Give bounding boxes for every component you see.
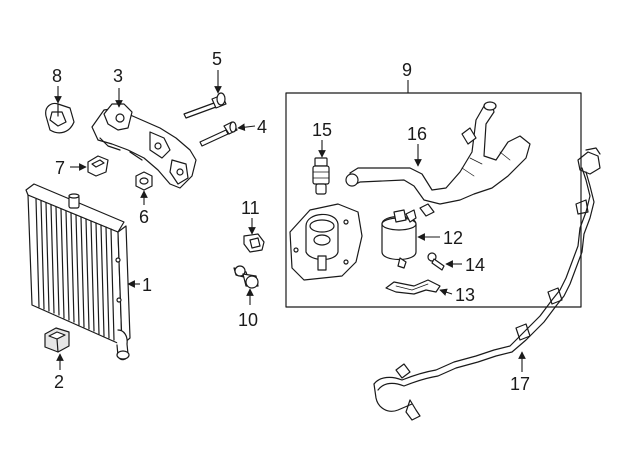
callout-7: 7 — [55, 158, 65, 178]
callout-4: 4 — [257, 117, 267, 137]
callout-17: 17 — [510, 374, 530, 394]
part-17-harness — [373, 147, 601, 421]
callout-9: 9 — [402, 60, 412, 80]
part-8-insulator — [45, 102, 75, 134]
callout-3: 3 — [113, 66, 123, 86]
part-7-clip — [87, 155, 109, 177]
callout-2: 2 — [54, 372, 64, 392]
part-1-radiator — [25, 183, 131, 361]
part-14-bolt — [427, 252, 445, 271]
callout-5: 5 — [212, 49, 222, 69]
callout-12: 12 — [443, 228, 463, 248]
callout-1: 1 — [142, 275, 152, 295]
callout-8: 8 — [52, 66, 62, 86]
part-12-pump — [381, 209, 417, 269]
part-10-sensor — [233, 265, 259, 289]
part-3-bracket — [91, 103, 197, 189]
callout-16: 16 — [407, 124, 427, 144]
part-15-sensor — [312, 157, 330, 195]
part-9-pump-housing — [289, 203, 363, 281]
callout-15: 15 — [312, 120, 332, 140]
part-16-hose — [345, 101, 531, 217]
callout-14: 14 — [465, 255, 485, 275]
callout-6: 6 — [139, 207, 149, 227]
part-4-bolt — [199, 121, 238, 147]
part-9-group-frame — [285, 92, 582, 308]
callout-11: 11 — [241, 198, 260, 218]
part-5-bolt — [183, 92, 227, 119]
callout-13: 13 — [455, 285, 475, 305]
part-13-bracket — [385, 279, 441, 295]
leader-lines — [54, 70, 526, 372]
part-2-mount — [44, 327, 70, 353]
part-11-clip — [243, 233, 265, 253]
part-6-nut — [135, 171, 153, 191]
callout-10: 10 — [238, 310, 258, 330]
callout-labels: 1 2 3 4 5 6 7 8 9 10 11 12 13 14 15 16 1… — [52, 49, 530, 394]
